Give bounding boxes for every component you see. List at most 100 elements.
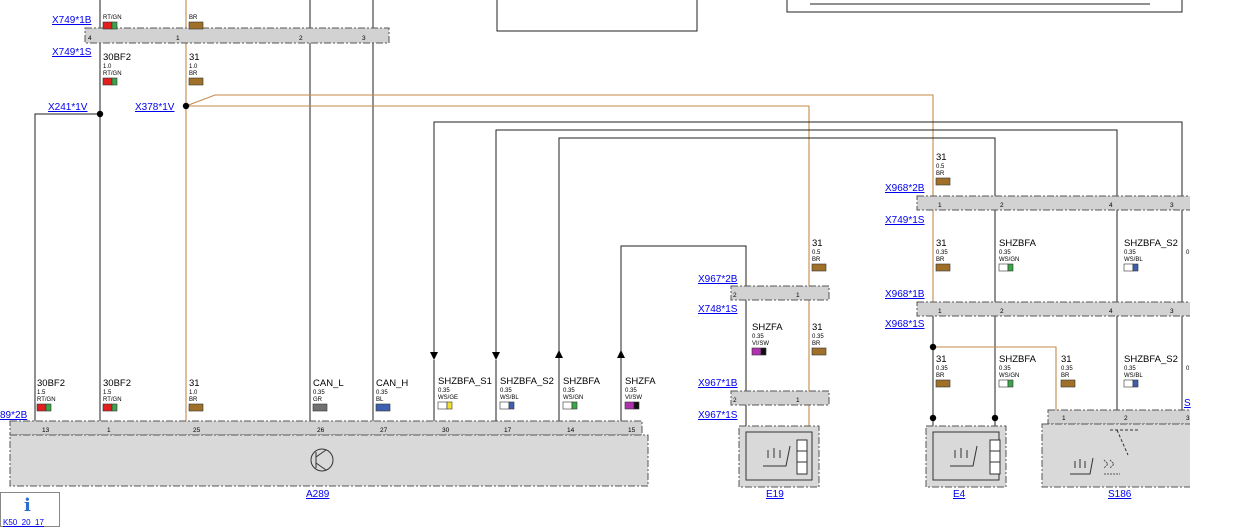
wire-size: 0.35 <box>1124 250 1136 256</box>
wire-size: 0.5 <box>812 250 821 256</box>
link-x378-1v[interactable]: X378*1V <box>135 102 175 113</box>
wire-label: 311.0BR <box>188 378 204 412</box>
link-s186[interactable]: S186 <box>1108 489 1132 500</box>
wire-color-code: BR <box>189 397 198 403</box>
wire-color-swatch <box>935 177 951 186</box>
link-x241-1v[interactable]: X241*1V <box>48 102 88 113</box>
pin-number: 4 <box>88 35 92 42</box>
wire-signal-name: CAN_L <box>313 378 344 389</box>
wire-signal-name: 31 <box>189 52 200 63</box>
pin-number: 1 <box>796 292 800 299</box>
link-x749-1b[interactable]: X749*1B <box>52 15 92 26</box>
wire-size: 0 <box>1186 250 1190 256</box>
pin-number: 4 <box>1109 202 1113 209</box>
wire-signal-name: 30BF2 <box>103 52 131 63</box>
link-x968-1b[interactable]: X968*1B <box>885 289 925 300</box>
link-x748-1s[interactable]: X748*1S <box>698 304 738 315</box>
wire-color-swatch <box>102 77 118 86</box>
pin-number: 3 <box>1170 202 1174 209</box>
link-x968-1s[interactable]: X968*1S <box>885 319 925 330</box>
wire-signal-name: SHZBFA_S2 <box>1124 238 1178 249</box>
wire-signal-name: 30BF2 <box>103 378 131 389</box>
wire-signal-name: SHZFA <box>625 376 656 387</box>
link-x749-1s-right[interactable]: X749*1S <box>885 215 925 226</box>
wire-color-code: WS/GE <box>438 395 458 401</box>
wire-color-swatch <box>188 77 204 86</box>
connector-x967-2b <box>730 285 830 301</box>
wire-size: 0.35 <box>999 366 1011 372</box>
signal-arrow <box>555 350 563 358</box>
wire-label: 0 <box>1186 250 1190 256</box>
pin-number: 3 <box>362 35 366 42</box>
wire-size: 0.35 <box>313 390 325 396</box>
wire-signal-name: CAN_H <box>376 378 408 389</box>
wire-color-swatch <box>1123 263 1139 272</box>
wire-size: 0.35 <box>812 334 824 340</box>
wire-label: 0 <box>1186 366 1190 372</box>
wire-color-code: WS/GN <box>999 257 1019 263</box>
info-button[interactable]: i K50_20_17 <box>0 492 60 527</box>
wire-signal-name: 31 <box>189 378 200 389</box>
connector-x968-2b <box>916 195 1192 211</box>
pin-number: 2 <box>733 397 737 404</box>
wire-size: 0.35 <box>936 366 948 372</box>
info-link[interactable]: K50_20_17 <box>3 518 44 527</box>
wire-signal-name: 31 <box>936 152 947 163</box>
wire-color-code: BL <box>376 397 384 403</box>
pin-number: 1 <box>938 308 942 315</box>
link-x967-2b[interactable]: X967*2B <box>698 274 738 285</box>
link-x968-2b[interactable]: X968*2B <box>885 183 925 194</box>
wire-color-swatch <box>624 401 640 410</box>
component-s186 <box>1041 423 1203 488</box>
link-a289[interactable]: A289 <box>306 489 330 500</box>
wire-color-code: BR <box>936 171 945 177</box>
wire-color-swatch <box>811 347 827 356</box>
link-x967-1b[interactable]: X967*1B <box>698 378 738 389</box>
junction-dot <box>96 110 104 118</box>
link-x749-1s[interactable]: X749*1S <box>52 47 92 58</box>
junction-dot <box>991 414 999 422</box>
upper-component-frame-right <box>786 0 1183 13</box>
wire-label: 311.0BR <box>188 52 204 86</box>
connector-a289 <box>9 420 643 436</box>
link-a289-connector[interactable]: 89*2B <box>0 410 28 421</box>
wire-color-swatch <box>935 263 951 272</box>
link-e19[interactable]: E19 <box>766 489 784 500</box>
link-x967-1s[interactable]: X967*1S <box>698 410 738 421</box>
wire-color-swatch <box>811 263 827 272</box>
wire-color-swatch <box>375 403 391 412</box>
wire-color-code: RT/GN <box>103 397 122 403</box>
wire-signal-name: 31 <box>812 322 823 333</box>
wire-signal-name: SHZFA <box>752 322 783 333</box>
wire-color-swatch <box>998 263 1014 272</box>
wire-size: 0.35 <box>752 334 764 340</box>
connector-links[interactable]: X749*1B X749*1S X241*1V X378*1V 89*2B X9… <box>0 15 1191 500</box>
wire-color-code: BR <box>189 71 198 77</box>
wire-size: 0.35 <box>1124 366 1136 372</box>
pin-number: 2 <box>299 35 303 42</box>
link-e4[interactable]: E4 <box>953 489 966 500</box>
wire-color-swatch <box>499 401 515 410</box>
connector-x749 <box>84 27 390 44</box>
link-s186-connector[interactable]: S <box>1184 398 1191 409</box>
connector-x968-1b <box>916 301 1192 317</box>
wire-color-swatch <box>437 401 453 410</box>
wire-size: 0.5 <box>936 164 945 170</box>
wire-color-code: RT/GN <box>37 397 56 403</box>
wire-color-swatch <box>751 347 767 356</box>
info-icon: i <box>24 495 31 516</box>
wire-color-code: WS/BL <box>1124 373 1143 379</box>
wire-size: 0.35 <box>563 388 575 394</box>
